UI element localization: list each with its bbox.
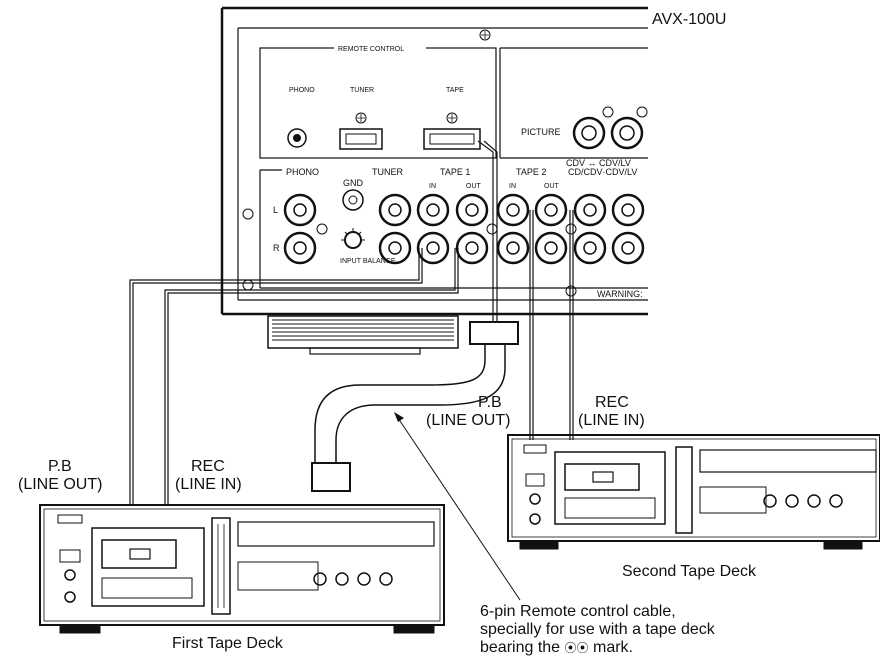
tape2-out-label: OUT [544, 183, 560, 190]
signal-cables [129, 210, 574, 505]
second-rec-line-label: (LINE IN) [578, 412, 645, 429]
first-deck-caption: First Tape Deck [172, 635, 283, 652]
tape2-in-label: IN [509, 183, 516, 190]
cable-note-post: mark. [592, 639, 633, 656]
second-pb-line-label: (LINE OUT) [426, 412, 511, 429]
model-label: AVX-100U [652, 11, 727, 28]
first-pb-label: P.B [48, 458, 72, 475]
tape1-section-label: TAPE 1 [440, 167, 470, 177]
note-leader [394, 412, 521, 601]
second-tape-deck [507, 434, 880, 550]
phono-label: PHONO [289, 87, 315, 94]
warning-label: WARNING: [597, 289, 643, 299]
first-rec-line-label: (LINE IN) [175, 476, 242, 493]
first-tape-deck [39, 504, 445, 634]
tape1-out-label: OUT [466, 183, 482, 190]
remote-control-cable [311, 140, 519, 492]
input-balance-label: INPUT BALANCE [340, 258, 396, 265]
second-rec-label: REC [595, 394, 629, 411]
cable-note-line3: bearing the ⦿⦿ mark. [480, 638, 633, 658]
first-pb-line-label: (LINE OUT) [18, 476, 103, 493]
tape-label: TAPE [446, 87, 464, 94]
cdv-label: CDV ↔ CDV/LV [566, 158, 631, 168]
picture-label: PICTURE [521, 127, 561, 137]
first-rec-label: REC [191, 458, 225, 475]
tape1-in-label: IN [429, 183, 436, 190]
gnd-label: GND [343, 178, 364, 188]
cd-section-label: CD/CDV·CDV/LV [568, 167, 637, 177]
left-channel-label: L [273, 205, 278, 215]
remote-control-label: REMOTE CONTROL [338, 46, 404, 53]
tuner-label: TUNER [350, 87, 374, 94]
cable-note-pre: bearing the [480, 639, 561, 656]
tuner-section-label: TUNER [372, 167, 403, 177]
second-pb-label: P.B [478, 394, 502, 411]
tape2-section-label: TAPE 2 [516, 167, 546, 177]
amplifier-rear-panel [220, 6, 648, 355]
right-channel-label: R [273, 243, 280, 253]
second-deck-caption: Second Tape Deck [622, 563, 757, 580]
panel-labels: REMOTE CONTROL PHONO TUNER TAPE PICTURE … [273, 44, 648, 299]
mark-icon: ⦿⦿ [564, 641, 589, 655]
cable-note-line1: 6-pin Remote control cable, [480, 603, 676, 620]
cable-note-line2: specially for use with a tape deck [480, 621, 715, 638]
phono-section-label: PHONO [286, 167, 319, 177]
